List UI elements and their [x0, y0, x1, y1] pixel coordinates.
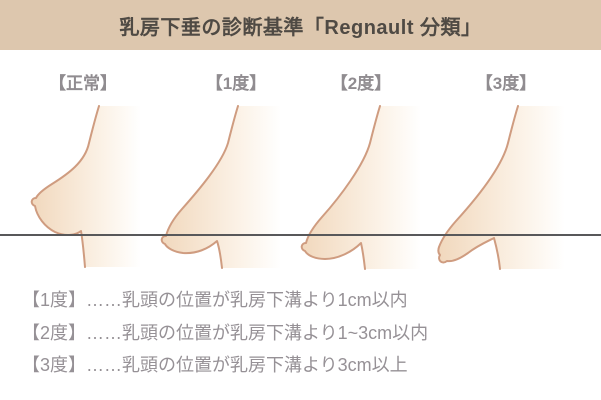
breast-figure-grade2 [300, 105, 421, 270]
breast-figure-grade3 [437, 105, 565, 270]
figure-label-grade3: 【3度】 [475, 74, 537, 93]
figure-label-grade1: 【1度】 [205, 74, 267, 93]
header-bar: 乳房下垂の診断基準「Regnault 分類」 [0, 0, 601, 50]
note-grade1: 【1度】……乳頭の位置が乳房下溝より1cm以内 [22, 290, 408, 310]
figure-label-grade2: 【2度】 [330, 74, 392, 93]
notes-block: 【1度】……乳頭の位置が乳房下溝より1cm以内 【2度】……乳頭の位置が乳房下溝… [22, 284, 428, 382]
page-title: 乳房下垂の診断基準「Regnault 分類」 [119, 16, 482, 39]
breast-figure-normal [30, 105, 141, 268]
inframammary-fold-line [0, 234, 601, 236]
figure-label-normal: 【正常】 [49, 74, 117, 93]
breast-figure-grade1 [160, 105, 281, 269]
note-grade3: 【3度】……乳頭の位置が乳房下溝より3cm以上 [22, 355, 408, 375]
note-grade2: 【2度】……乳頭の位置が乳房下溝より1~3cm以内 [22, 322, 429, 343]
